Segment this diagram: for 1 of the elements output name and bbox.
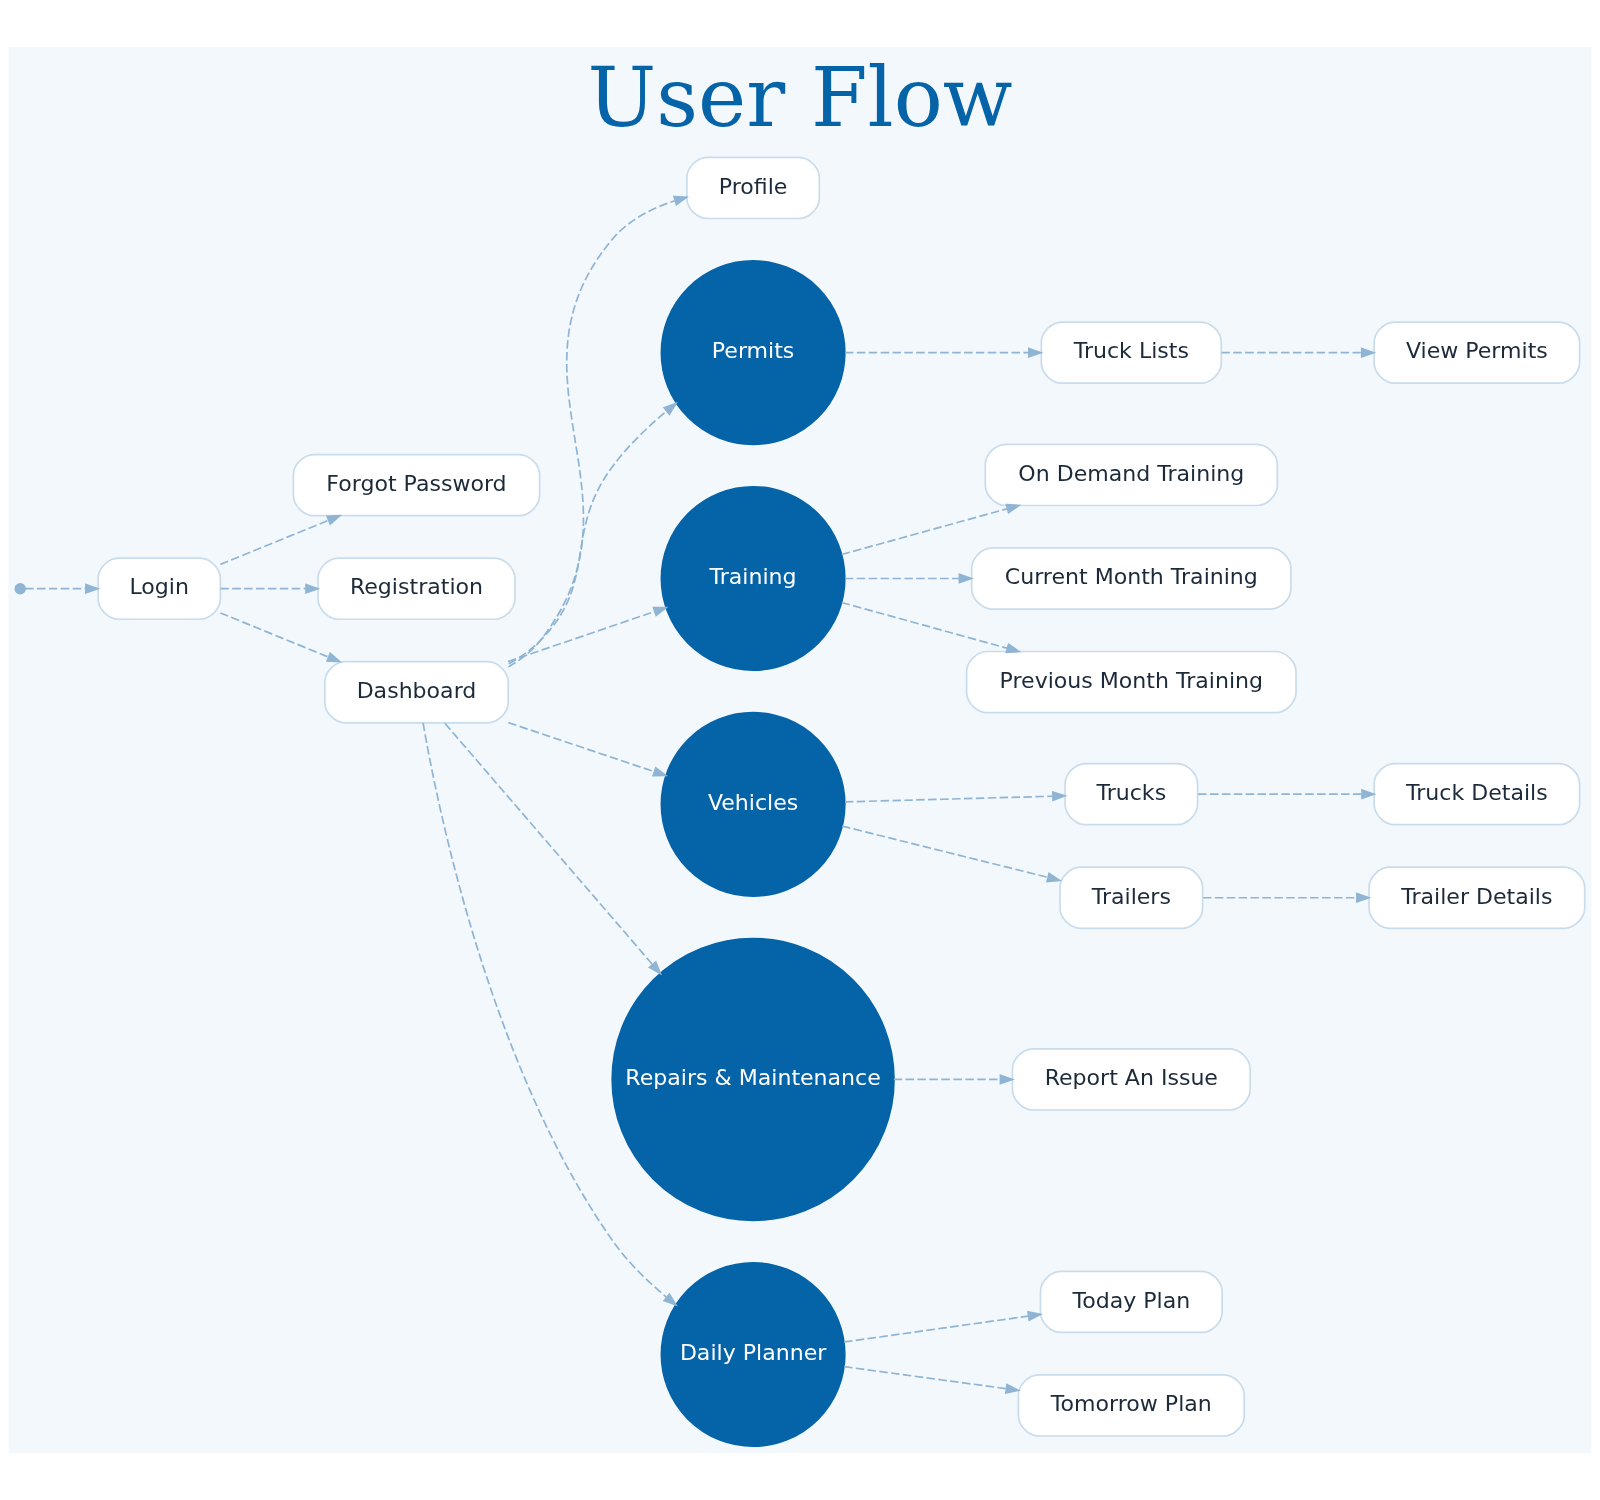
diagram-title: User Flow — [587, 49, 1013, 145]
